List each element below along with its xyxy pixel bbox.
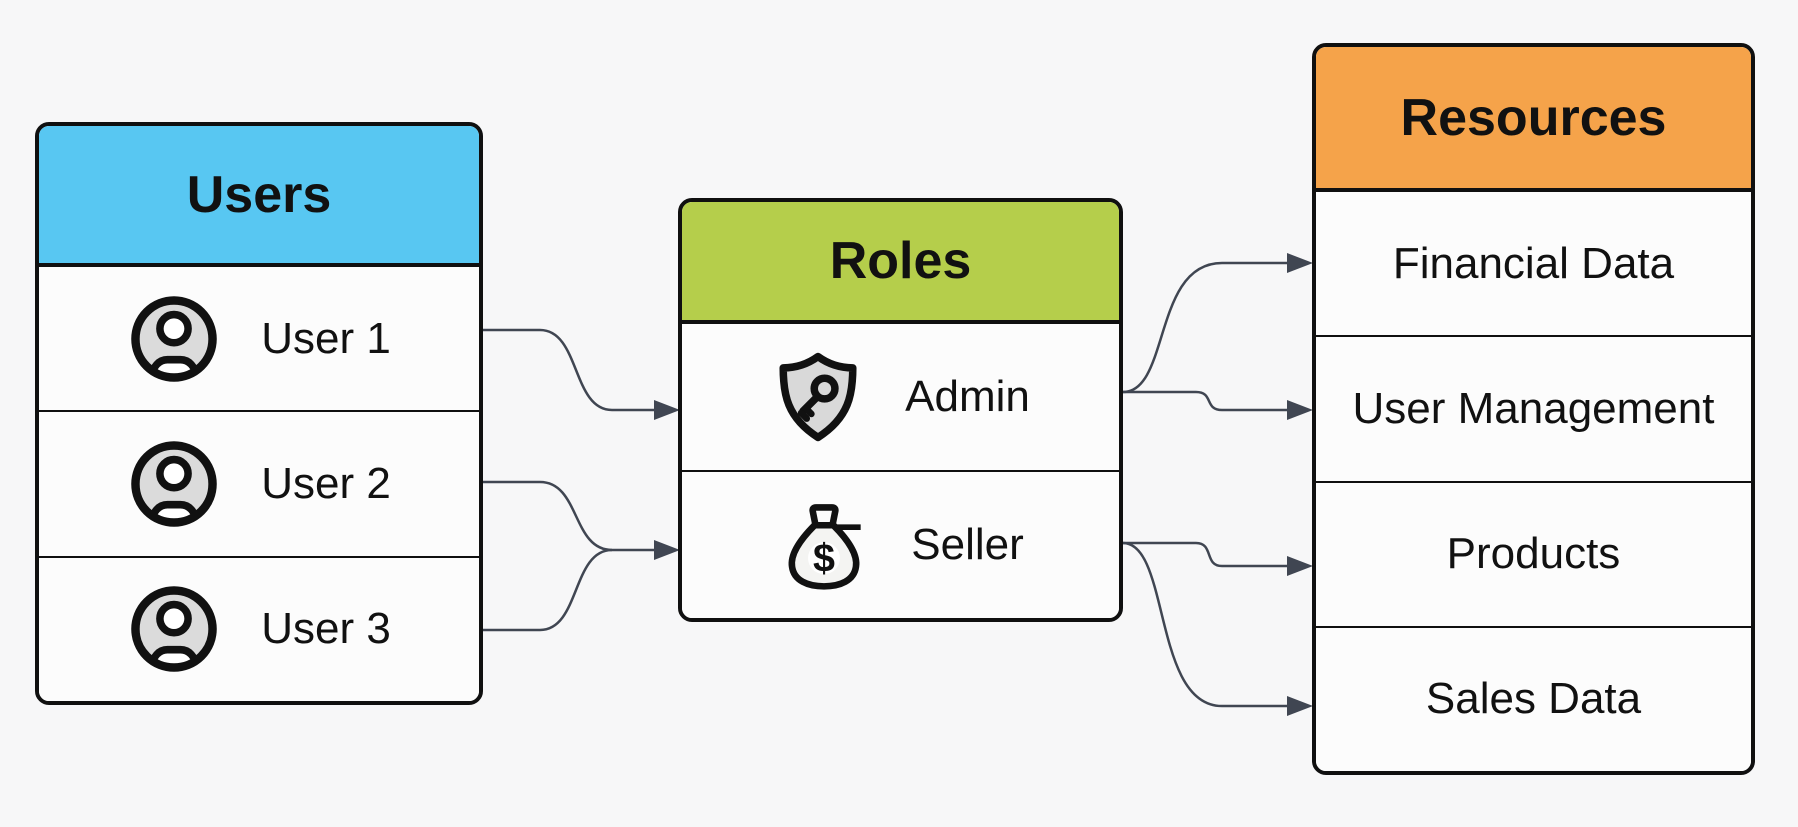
money-bag-icon bbox=[777, 498, 871, 592]
user-row-2: User 2 bbox=[39, 410, 479, 556]
user-label: User 2 bbox=[261, 458, 391, 508]
arrowhead-icon bbox=[1287, 400, 1313, 420]
arrowhead-icon bbox=[1287, 696, 1313, 716]
user-row-3: User 3 bbox=[39, 555, 479, 701]
arrowhead-icon bbox=[654, 400, 680, 420]
arrowhead-icon bbox=[1287, 253, 1313, 273]
user-avatar-icon bbox=[127, 437, 221, 531]
resource-row-products: Products bbox=[1316, 480, 1751, 626]
role-label: Seller bbox=[911, 520, 1024, 569]
resource-row-financial-data: Financial Data bbox=[1316, 192, 1751, 336]
role-label: Admin bbox=[905, 372, 1030, 421]
shield-key-icon bbox=[771, 350, 865, 444]
edge-seller-products bbox=[1123, 541, 1288, 568]
role-row-admin: Admin bbox=[682, 324, 1119, 470]
edge-user1-admin bbox=[483, 328, 656, 412]
users-box: Users User 1 User 2 User 3 bbox=[35, 122, 483, 705]
resource-row-user-management: User Management bbox=[1316, 335, 1751, 481]
resources-box: Resources Financial Data User Management… bbox=[1312, 43, 1755, 775]
user-row-1: User 1 bbox=[39, 267, 479, 411]
resource-label: Products bbox=[1446, 529, 1621, 579]
resource-row-sales-data: Sales Data bbox=[1316, 625, 1751, 771]
edge-seller-sales bbox=[1122, 541, 1288, 708]
resources-header: Resources bbox=[1316, 47, 1751, 192]
edge-user2-seller bbox=[483, 480, 656, 552]
roles-box: Roles Admin Seller bbox=[678, 198, 1123, 622]
user-avatar-icon bbox=[127, 582, 221, 676]
arrowhead-icon bbox=[1287, 556, 1313, 576]
role-row-seller: Seller bbox=[682, 470, 1119, 618]
user-avatar-icon bbox=[127, 292, 221, 386]
users-header: Users bbox=[39, 126, 479, 267]
edge-user3-seller bbox=[483, 548, 613, 632]
roles-header: Roles bbox=[682, 202, 1119, 324]
resource-label: Sales Data bbox=[1425, 674, 1642, 724]
resource-label: User Management bbox=[1352, 383, 1715, 433]
resource-label: Financial Data bbox=[1392, 238, 1675, 288]
user-label: User 1 bbox=[261, 313, 391, 363]
arrowhead-icon bbox=[654, 540, 680, 560]
edge-admin-financial bbox=[1122, 261, 1288, 394]
edge-admin-usermgmt bbox=[1123, 390, 1288, 412]
user-label: User 3 bbox=[261, 604, 391, 654]
